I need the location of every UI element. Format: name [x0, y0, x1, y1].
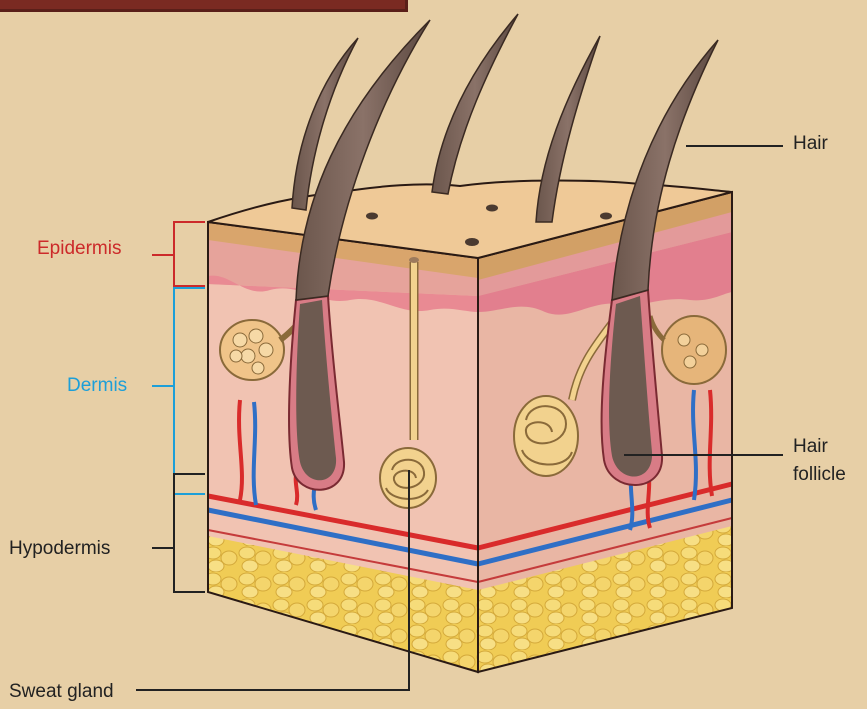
epidermis-label: Epidermis	[37, 238, 121, 260]
hair-follicle-label-line2: follicle	[793, 461, 846, 489]
hair-label: Hair	[793, 133, 828, 155]
hypodermis-label: Hypodermis	[9, 538, 110, 560]
sweat-gland-label: Sweat gland	[9, 681, 114, 703]
hair-follicle-label: Hair follicle	[793, 433, 846, 489]
right-face	[478, 192, 732, 672]
dermis-bracket	[152, 288, 205, 494]
dermis-label: Dermis	[67, 375, 127, 397]
hair-follicle-label-line1: Hair	[793, 433, 846, 461]
epidermis-bracket	[152, 222, 205, 286]
hair-strand	[432, 14, 518, 194]
hypodermis-bracket	[152, 474, 205, 592]
left-face	[208, 222, 478, 672]
